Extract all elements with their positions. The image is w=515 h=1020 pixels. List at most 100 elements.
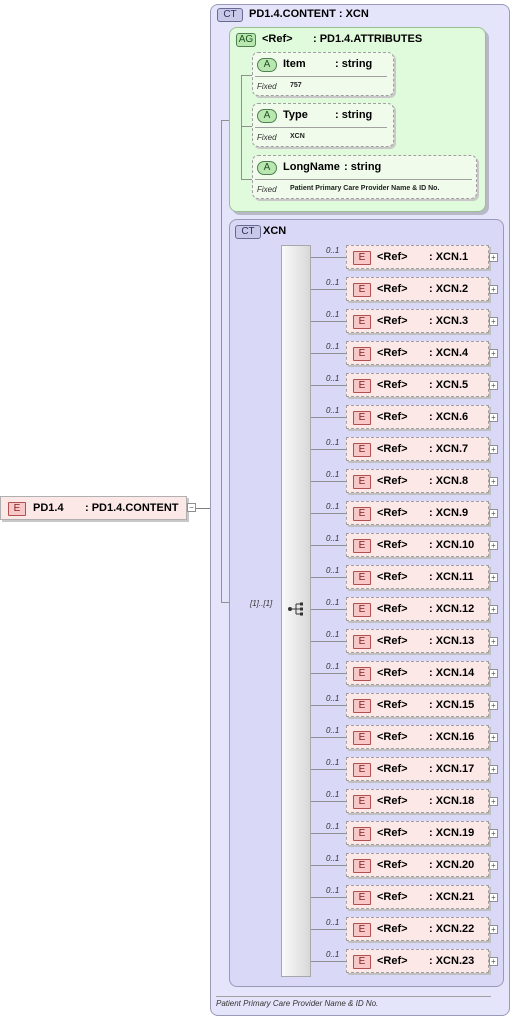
expand-button[interactable]: + bbox=[489, 285, 498, 294]
occurrence-label: 0..1 bbox=[326, 374, 340, 383]
connector-line bbox=[311, 801, 346, 802]
element-xcn-6[interactable]: E<Ref>: XCN.6 bbox=[346, 405, 489, 429]
element-ref: <Ref> bbox=[377, 699, 408, 711]
root-element-pd1-4[interactable]: E PD1.4 : PD1.4.CONTENT bbox=[0, 496, 187, 520]
element-xcn-15[interactable]: E<Ref>: XCN.15 bbox=[346, 693, 489, 717]
element-name: : XCN.11 bbox=[429, 571, 474, 583]
element-xcn-10[interactable]: E<Ref>: XCN.10 bbox=[346, 533, 489, 557]
element-xcn-17[interactable]: E<Ref>: XCN.17 bbox=[346, 757, 489, 781]
fixed-value: XCN bbox=[290, 133, 305, 140]
element-xcn-8[interactable]: E<Ref>: XCN.8 bbox=[346, 469, 489, 493]
element-badge: E bbox=[353, 731, 371, 745]
expand-button[interactable]: + bbox=[489, 605, 498, 614]
element-name: : XCN.3 bbox=[429, 315, 469, 327]
attribute-name: Item bbox=[283, 58, 306, 70]
element-badge: E bbox=[353, 539, 371, 553]
element-badge: E bbox=[353, 411, 371, 425]
attribute-type: : string bbox=[344, 161, 382, 173]
element-xcn-14[interactable]: E<Ref>: XCN.14 bbox=[346, 661, 489, 685]
element-name: : XCN.18 bbox=[429, 795, 475, 807]
element-ref: <Ref> bbox=[377, 571, 408, 583]
element-badge: E bbox=[353, 347, 371, 361]
occurrence-label: 0..1 bbox=[326, 534, 340, 543]
expand-button[interactable]: + bbox=[489, 381, 498, 390]
element-badge: E bbox=[353, 699, 371, 713]
element-xcn-23[interactable]: E<Ref>: XCN.23 bbox=[346, 949, 489, 973]
expand-button[interactable]: + bbox=[489, 317, 498, 326]
connector-line bbox=[311, 257, 346, 258]
element-xcn-12[interactable]: E<Ref>: XCN.12 bbox=[346, 597, 489, 621]
expand-button[interactable]: + bbox=[489, 861, 498, 870]
element-xcn-13[interactable]: E<Ref>: XCN.13 bbox=[346, 629, 489, 653]
element-xcn-4[interactable]: E<Ref>: XCN.4 bbox=[346, 341, 489, 365]
occurrence-label: 0..1 bbox=[326, 246, 340, 255]
expand-button[interactable]: + bbox=[489, 733, 498, 742]
collapse-root-button[interactable]: − bbox=[187, 503, 196, 512]
element-xcn-19[interactable]: E<Ref>: XCN.19 bbox=[346, 821, 489, 845]
element-xcn-7[interactable]: E<Ref>: XCN.7 bbox=[346, 437, 489, 461]
connector-line bbox=[311, 289, 346, 290]
element-badge: E bbox=[8, 502, 26, 516]
element-ref: <Ref> bbox=[377, 731, 408, 743]
expand-button[interactable]: + bbox=[489, 765, 498, 774]
expand-button[interactable]: + bbox=[489, 829, 498, 838]
occurrence-label: 0..1 bbox=[326, 342, 340, 351]
element-xcn-9[interactable]: E<Ref>: XCN.9 bbox=[346, 501, 489, 525]
element-ref: <Ref> bbox=[377, 251, 408, 263]
attribute-group-ref: <Ref> bbox=[262, 33, 293, 45]
expand-button[interactable]: + bbox=[489, 541, 498, 550]
expand-button[interactable]: + bbox=[489, 477, 498, 486]
expand-button[interactable]: + bbox=[489, 669, 498, 678]
bracket-line bbox=[221, 120, 230, 121]
expand-button[interactable]: + bbox=[489, 509, 498, 518]
element-xcn-18[interactable]: E<Ref>: XCN.18 bbox=[346, 789, 489, 813]
occurrence-label: 0..1 bbox=[326, 630, 340, 639]
expand-button[interactable]: + bbox=[489, 701, 498, 710]
attribute-divider bbox=[255, 179, 472, 180]
occurrence-label: 0..1 bbox=[326, 598, 340, 607]
attribute-type[interactable]: A Type : string Fixed XCN bbox=[252, 103, 394, 147]
attribute-longname[interactable]: A LongName : string Fixed Patient Primar… bbox=[252, 155, 477, 199]
expand-button[interactable]: + bbox=[489, 637, 498, 646]
connector-line bbox=[311, 545, 346, 546]
expand-button[interactable]: + bbox=[489, 573, 498, 582]
element-name: : XCN.12 bbox=[429, 603, 475, 615]
element-badge: E bbox=[353, 507, 371, 521]
element-badge: E bbox=[353, 315, 371, 329]
element-xcn-2[interactable]: E<Ref>: XCN.2 bbox=[346, 277, 489, 301]
occurrence-label: 0..1 bbox=[326, 566, 340, 575]
element-xcn-16[interactable]: E<Ref>: XCN.16 bbox=[346, 725, 489, 749]
element-xcn-1[interactable]: E<Ref>: XCN.1 bbox=[346, 245, 489, 269]
expand-button[interactable]: + bbox=[489, 893, 498, 902]
element-name: : XCN.4 bbox=[429, 347, 469, 359]
element-xcn-21[interactable]: E<Ref>: XCN.21 bbox=[346, 885, 489, 909]
element-badge: E bbox=[353, 443, 371, 457]
attribute-item[interactable]: A Item : string Fixed 757 bbox=[252, 52, 394, 96]
expand-button[interactable]: + bbox=[489, 413, 498, 422]
attribute-group-name: : PD1.4.ATTRIBUTES bbox=[313, 33, 423, 45]
element-xcn-5[interactable]: E<Ref>: XCN.5 bbox=[346, 373, 489, 397]
connector-line bbox=[311, 321, 346, 322]
occurrence-label: 0..1 bbox=[326, 758, 340, 767]
element-xcn-3[interactable]: E<Ref>: XCN.3 bbox=[346, 309, 489, 333]
expand-button[interactable]: + bbox=[489, 957, 498, 966]
connector-line bbox=[311, 897, 346, 898]
element-xcn-22[interactable]: E<Ref>: XCN.22 bbox=[346, 917, 489, 941]
occurrence-label: [1]..[1] bbox=[250, 599, 273, 608]
attribute-connector bbox=[241, 126, 252, 127]
expand-button[interactable]: + bbox=[489, 253, 498, 262]
element-xcn-20[interactable]: E<Ref>: XCN.20 bbox=[346, 853, 489, 877]
attribute-group-badge: AG bbox=[236, 33, 256, 47]
expand-button[interactable]: + bbox=[489, 349, 498, 358]
expand-button[interactable]: + bbox=[489, 445, 498, 454]
expand-button[interactable]: + bbox=[489, 925, 498, 934]
element-ref: <Ref> bbox=[377, 955, 408, 967]
element-name: : XCN.13 bbox=[429, 635, 475, 647]
occurrence-label: 0..1 bbox=[326, 470, 340, 479]
expand-button[interactable]: + bbox=[489, 797, 498, 806]
connector-line bbox=[311, 961, 346, 962]
element-name: : XCN.8 bbox=[429, 475, 469, 487]
annotation-text: Patient Primary Care Provider Name & ID … bbox=[216, 999, 379, 1008]
complex-type-title: PD1.4.CONTENT : XCN bbox=[249, 8, 369, 20]
element-xcn-11[interactable]: E<Ref>: XCN.11 bbox=[346, 565, 489, 589]
